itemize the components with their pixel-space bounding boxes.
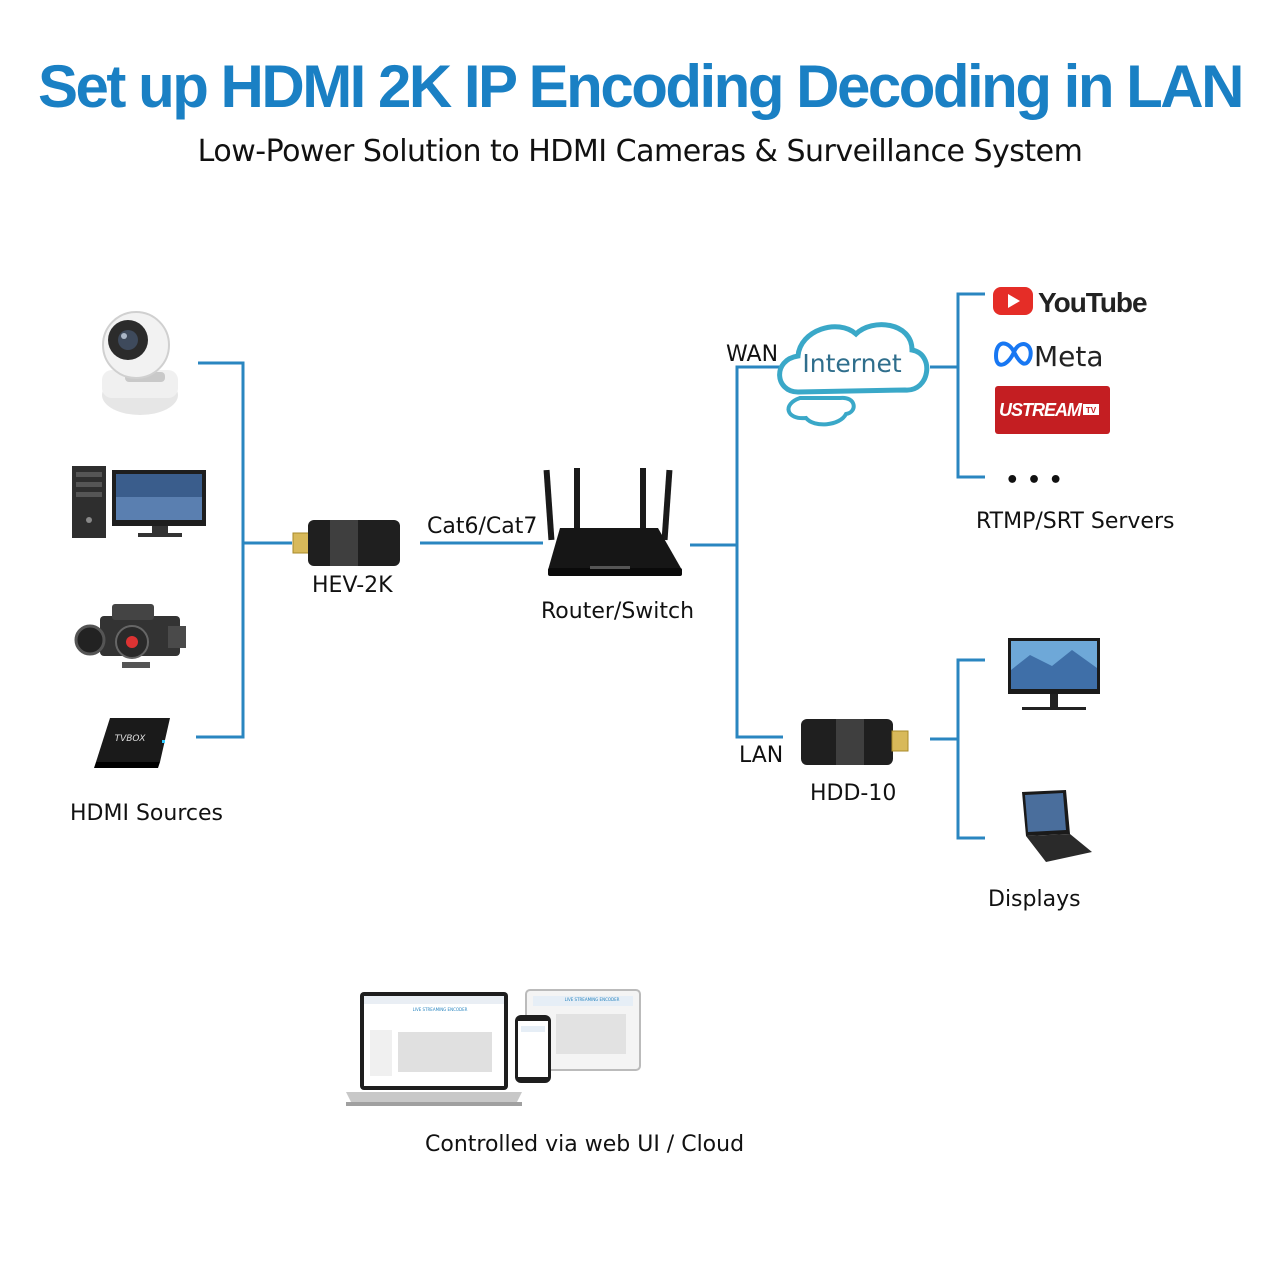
meta-text: Meta [1034, 340, 1104, 373]
ustream-tv-badge [1083, 404, 1099, 415]
monitor-display-icon [1008, 638, 1100, 710]
wan-label: WAN [726, 342, 779, 367]
more-servers-ellipsis: • • • [1005, 468, 1063, 493]
ustream-text: USTREAM [999, 400, 1083, 420]
router-icon [543, 468, 682, 576]
page-subtitle: Low-Power Solution to HDMI Cameras & Sur… [197, 134, 1083, 169]
displays-label: Displays [988, 887, 1081, 912]
cinema-camera-icon [74, 604, 186, 668]
tvbox-icon: TVBOX [94, 718, 170, 768]
lan-label: LAN [739, 743, 784, 768]
laptop-display-icon [1022, 790, 1092, 862]
line-servers-bracket [956, 292, 985, 479]
hdd-10-label: HDD-10 [810, 781, 897, 806]
internet-cloud-icon: Internet [777, 322, 930, 427]
laptop-screen-title: LIVE STREAMING ENCODER [413, 1007, 468, 1012]
youtube-text: YouTube [1038, 287, 1147, 318]
control-label: Controlled via web UI / Cloud [425, 1132, 745, 1157]
router-switch-label: Router/Switch [541, 599, 695, 624]
decoder-dongle-icon [801, 719, 909, 765]
web-ui-devices-icon: LIVE STREAMING ENCODER LIVE STREAMING EN… [346, 989, 641, 1106]
cable-label: Cat6/Cat7 [427, 514, 538, 539]
hdmi-sources-label: HDMI Sources [70, 801, 223, 826]
youtube-logo: YouTube [993, 287, 1148, 318]
cloud-text: Internet [802, 349, 901, 378]
line-sources-bracket [196, 361, 245, 739]
page-title: Set up HDMI 2K IP Encoding Decoding in L… [38, 53, 1244, 120]
ip-camera-icon [102, 311, 178, 415]
encoder-dongle-icon [292, 520, 400, 566]
line-wan-lan-trunk [735, 365, 785, 739]
rtmp-srt-servers-label: RTMP/SRT Servers [976, 509, 1175, 534]
connector-lines [196, 292, 985, 840]
desktop-pc-icon [72, 466, 206, 538]
line-displays-bracket [956, 658, 985, 840]
ustream-tv-text: TV [1086, 406, 1097, 415]
ustream-logo: USTREAM TV [995, 386, 1110, 434]
tablet-screen-title: LIVE STREAMING ENCODER [565, 997, 620, 1002]
tvbox-text: TVBOX [115, 734, 147, 744]
meta-logo: Meta [993, 340, 1104, 373]
hev-2k-label: HEV-2K [312, 573, 393, 598]
